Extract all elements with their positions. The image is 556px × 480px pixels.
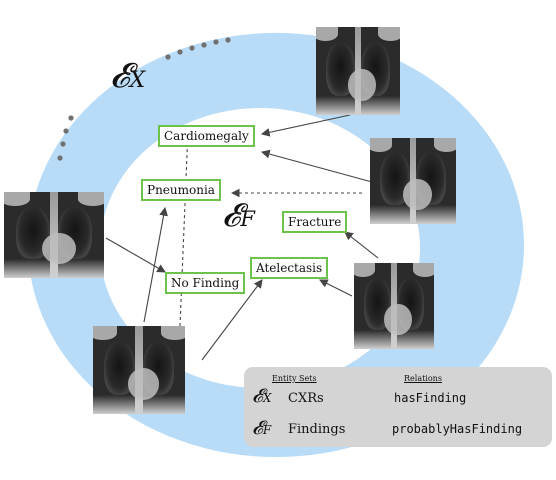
finding-set-symbol: 𝓔: [222, 196, 241, 234]
legend-cxrs-label: CXRs: [288, 391, 324, 406]
legend-entity-sets-header: Entity Sets: [272, 374, 317, 383]
ellipsis-dots: [57, 37, 231, 161]
legend: Entity Sets Relations 𝓔X CXRs hasFinding…: [244, 367, 552, 447]
finding-set-subscript: F: [240, 207, 255, 231]
cxr-image: [370, 138, 456, 224]
legend-has-finding-label: hasFinding: [394, 391, 467, 405]
cxr-set-label: 𝓔X: [110, 56, 145, 96]
finding-pneumonia: Pneumonia: [141, 179, 221, 201]
cxr-image: [316, 27, 400, 115]
legend-relations-header: Relations: [404, 374, 442, 383]
finding-fracture: Fracture: [282, 211, 348, 233]
finding-cardiomegaly: Cardiomegaly: [158, 125, 255, 147]
cxr-image: [4, 192, 104, 278]
cxr-set-symbol: 𝓔: [110, 56, 130, 96]
finding-atelectasis: Atelectasis: [250, 257, 329, 279]
has-finding-edges: [105, 114, 379, 361]
cxr-image: [93, 326, 185, 414]
legend-finding-symbol: 𝓔F: [252, 417, 272, 439]
legend-cxr-symbol: 𝓔X: [252, 385, 272, 407]
legend-findings-label: Findings: [288, 422, 346, 437]
cxr-set-subscript: X: [129, 68, 146, 93]
finding-no-finding: No Finding: [165, 272, 246, 294]
finding-set-label: 𝓔F: [222, 196, 255, 235]
legend-probably-has-finding-label: probablyHasFinding: [392, 422, 523, 436]
cxr-image: [354, 263, 434, 349]
